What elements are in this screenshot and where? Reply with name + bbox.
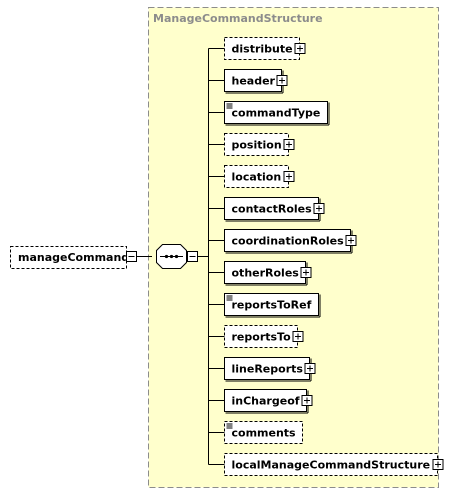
text-content-icon (226, 295, 233, 301)
element-label: distribute (232, 43, 293, 56)
text-content-icon (226, 423, 233, 429)
element-local-manage-command-structure[interactable]: localManageCommandStructure (208, 453, 444, 476)
root-collapse-icon[interactable] (126, 251, 137, 262)
element-position[interactable]: position (208, 133, 295, 156)
element-label: localManageCommandStructure (232, 459, 431, 472)
expand-icon[interactable] (345, 235, 357, 246)
element-comments[interactable]: comments (208, 421, 303, 444)
element-line-reports[interactable]: lineReports (208, 357, 316, 382)
element-header[interactable]: header (208, 69, 288, 94)
element-in-chargeof[interactable]: inChargeof (208, 389, 313, 414)
element-other-roles[interactable]: otherRoles (208, 261, 312, 286)
element-label: coordinationRoles (232, 235, 345, 248)
element-label: comments (232, 427, 297, 440)
sequence-compositor[interactable] (156, 244, 187, 269)
element-label: lineReports (232, 363, 304, 376)
element-box[interactable] (224, 421, 303, 444)
root-element-label: manageCommand (18, 251, 129, 264)
expand-icon[interactable] (276, 75, 288, 86)
element-contact-roles[interactable]: contactRoles (208, 197, 325, 222)
expand-icon[interactable] (294, 43, 306, 54)
element-box[interactable] (224, 293, 319, 316)
expand-icon[interactable] (313, 203, 325, 214)
expand-icon[interactable] (283, 171, 295, 182)
element-reports-to[interactable]: reportsTo (208, 325, 304, 348)
group-title: ManageCommandStructure (153, 12, 323, 25)
sequence-collapse-icon[interactable] (187, 251, 198, 262)
expand-icon[interactable] (283, 139, 295, 150)
element-label: reportsTo (232, 331, 292, 344)
element-box[interactable] (224, 101, 328, 124)
expand-icon[interactable] (300, 267, 312, 278)
element-location[interactable]: location (208, 165, 295, 188)
expand-icon[interactable] (292, 331, 304, 342)
element-coordination-roles[interactable]: coordinationRoles (208, 229, 357, 254)
element-label: position (232, 139, 282, 152)
element-label: otherRoles (232, 267, 300, 280)
expand-icon[interactable] (301, 395, 313, 406)
expand-icon[interactable] (432, 459, 444, 470)
element-label: location (232, 171, 282, 184)
element-list: distribute header commandType position locat… (208, 37, 444, 476)
element-command-type[interactable]: commandType (208, 101, 330, 126)
expand-icon[interactable] (304, 363, 316, 374)
element-label: contactRoles (232, 203, 313, 216)
element-box[interactable] (224, 453, 438, 476)
element-label: header (232, 75, 276, 88)
element-distribute[interactable]: distribute (208, 37, 306, 60)
element-label: commandType (232, 107, 321, 120)
element-label: reportsToRef (232, 299, 312, 312)
element-box[interactable] (224, 325, 298, 348)
text-content-icon (226, 103, 233, 109)
element-reports-to-ref[interactable]: reportsToRef (208, 293, 321, 318)
element-label: inChargeof (232, 395, 300, 408)
